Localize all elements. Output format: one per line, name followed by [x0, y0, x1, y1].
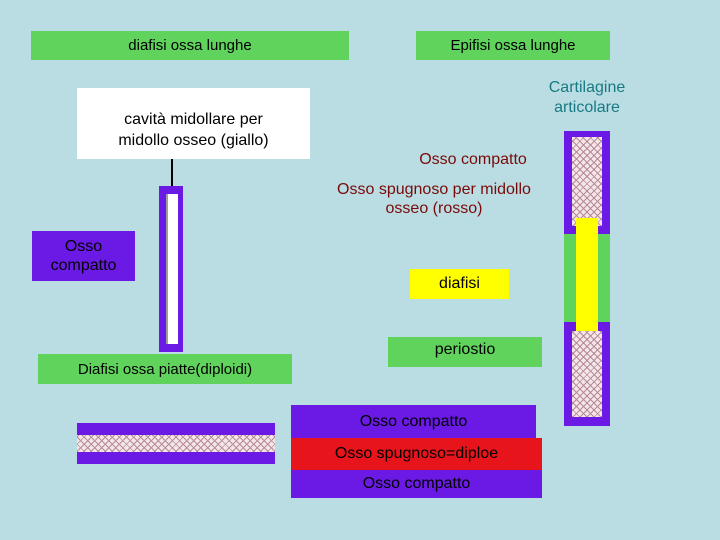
flat-spugnoso-box: Osso spugnoso=diploe: [291, 438, 542, 470]
osso-compatto-left-label: Osso compatto: [50, 237, 117, 274]
flat-spugnoso-label: Osso spugnoso=diploe: [334, 445, 499, 462]
osso-spugnoso-label: Osso spugnoso per midollo osseo (rosso): [318, 180, 550, 218]
cavita-midollare-label: cavità midollare per midollo osseo (gial…: [118, 110, 269, 149]
flat-compatto-bottom-box: Osso compatto: [291, 470, 542, 498]
diafisi-box: diafisi: [410, 269, 509, 299]
cartilagine-text: Cartilagine articolare: [548, 79, 626, 116]
flat-compatto-bottom-label: Osso compatto: [362, 475, 471, 492]
flat-compatto-top-label: Osso compatto: [359, 412, 468, 430]
osso-compatto-top-label: Osso compatto: [419, 151, 527, 168]
epifisi-header-label: Epifisi ossa lunghe: [450, 37, 576, 54]
diafisi-tube-inner: [166, 194, 178, 344]
osso-spugnoso-text: Osso spugnoso per midollo osseo (rosso): [337, 181, 531, 218]
cartilagine-label: Cartilagine articolare: [530, 78, 644, 118]
flat-bone-top-compact: [77, 423, 275, 435]
long-bone-epiphysis-top-spongy: [572, 137, 602, 226]
diafisi-piatte-label: Diafisi ossa piatte(diploidi): [77, 360, 253, 378]
diafisi-label: diafisi: [439, 275, 480, 292]
diafisi-piatte-box: Diafisi ossa piatte(diploidi): [38, 354, 292, 384]
periostio-label: periostio: [434, 341, 496, 358]
diafisi-header-box: diafisi ossa lunghe: [31, 31, 349, 60]
diafisi-header-label: diafisi ossa lunghe: [128, 37, 252, 54]
long-bone-epiphysis-bottom-spongy: [572, 331, 602, 417]
flat-bone-bottom-compact: [77, 452, 275, 464]
long-bone-diaphysis-marrow: [576, 218, 598, 331]
cavita-midollare-box: cavità midollare per midollo osseo (gial…: [77, 88, 310, 159]
periostio-box: periostio: [388, 337, 542, 367]
cavita-arrow: [171, 159, 173, 197]
flat-bone-spongy: [77, 435, 275, 452]
epifisi-header-box: Epifisi ossa lunghe: [416, 31, 610, 60]
flat-compatto-top-box: Osso compatto: [291, 405, 536, 438]
osso-compatto-left-box: Osso compatto: [32, 231, 135, 281]
